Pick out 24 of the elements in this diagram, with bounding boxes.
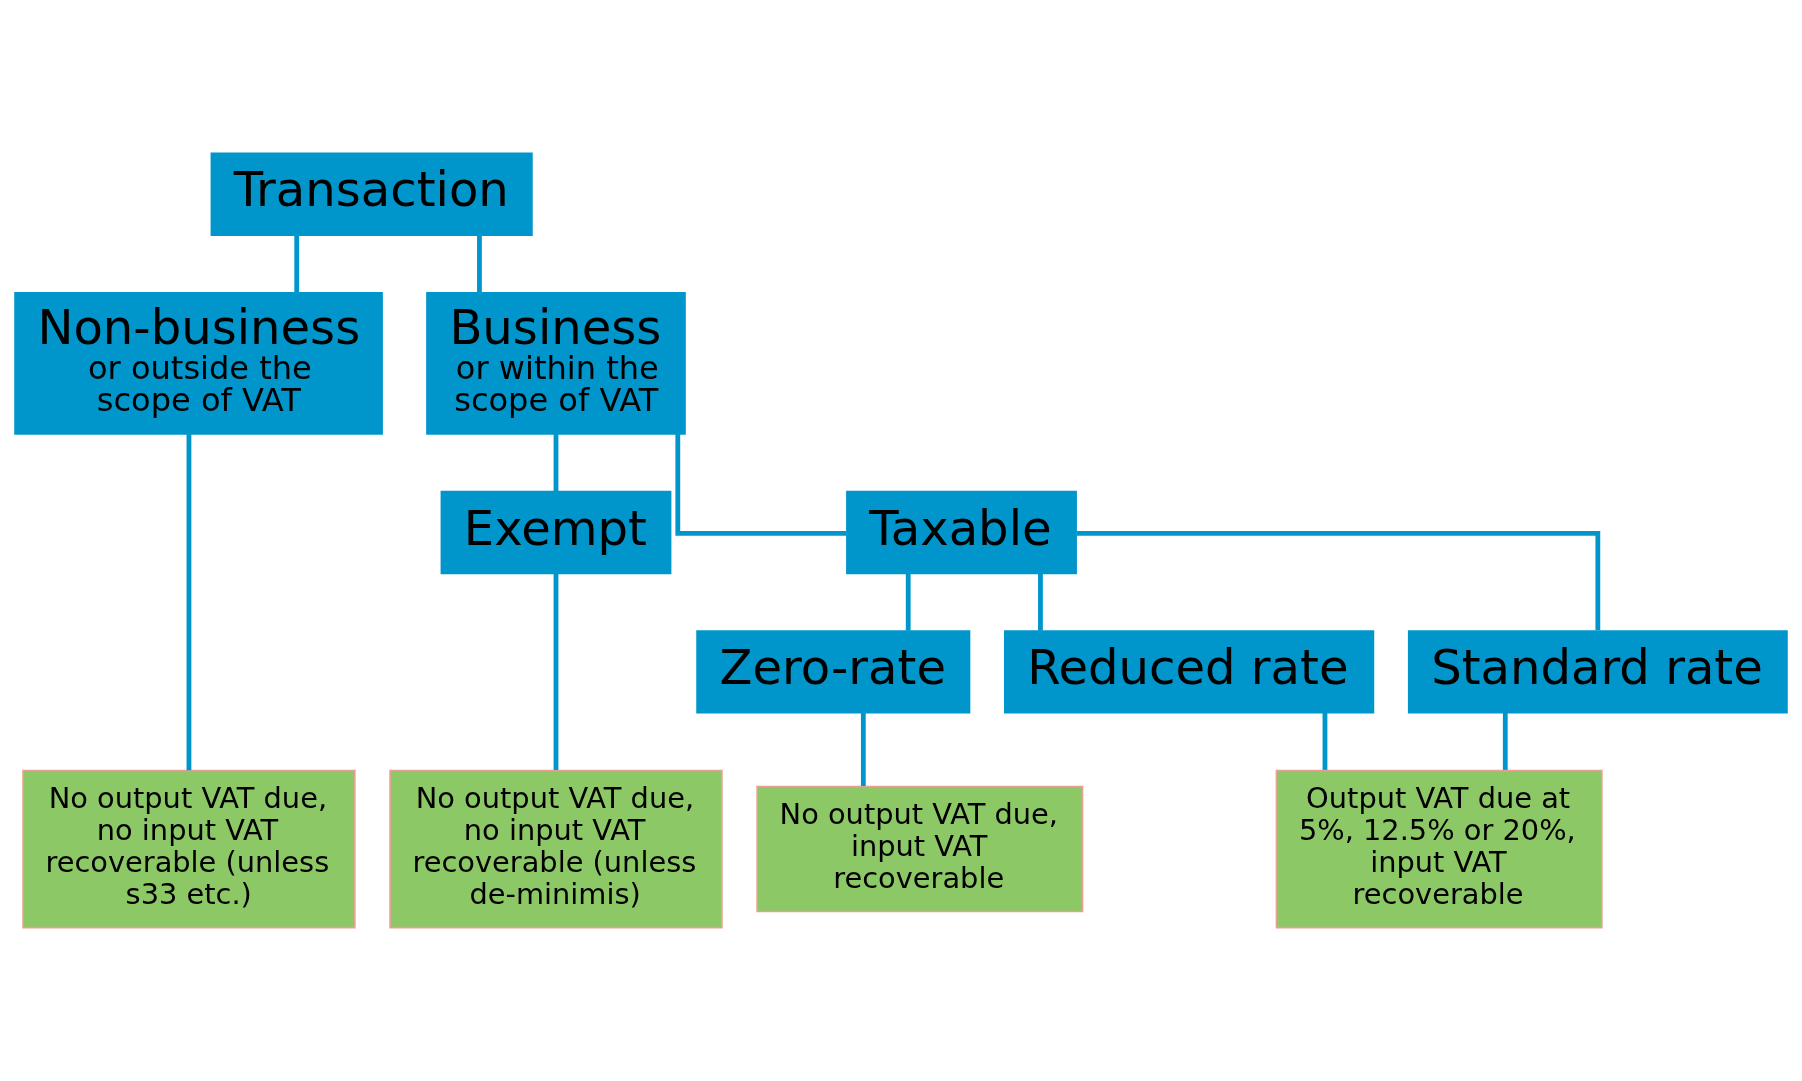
node-box: Non-business or outside the scope of VAT — [14, 292, 383, 435]
node-box: Business or within the scope of VAT — [426, 292, 686, 435]
connector — [553, 434, 559, 492]
node-box: Exempt — [440, 490, 672, 575]
node-box: No output VAT due, input VAT recoverable — [756, 785, 1084, 913]
node-box: Zero-rate — [696, 630, 971, 714]
connector — [294, 235, 300, 293]
connector — [1038, 573, 1043, 631]
node-box: Reduced rate — [1004, 630, 1375, 714]
node-box: Taxable — [846, 490, 1077, 575]
node-box: No output VAT due, no input VAT recoverable (unless de-minimis) — [389, 769, 723, 929]
connector — [860, 713, 866, 786]
node-box: Transaction — [210, 152, 533, 236]
node-box: No output VAT due, no input VAT recoverable (unless s33 etc.) — [22, 769, 356, 929]
connector — [1322, 713, 1328, 770]
connector — [1502, 713, 1508, 770]
connector — [477, 235, 482, 293]
connector — [553, 573, 559, 770]
connector — [1076, 530, 1601, 631]
node-box: Standard rate — [1407, 630, 1788, 714]
connector — [186, 434, 192, 771]
connector — [675, 433, 847, 536]
node-box: Output VAT due at 5%, 12.5% or 20%, input VAT recoverable — [1275, 769, 1603, 929]
connector — [905, 573, 911, 631]
